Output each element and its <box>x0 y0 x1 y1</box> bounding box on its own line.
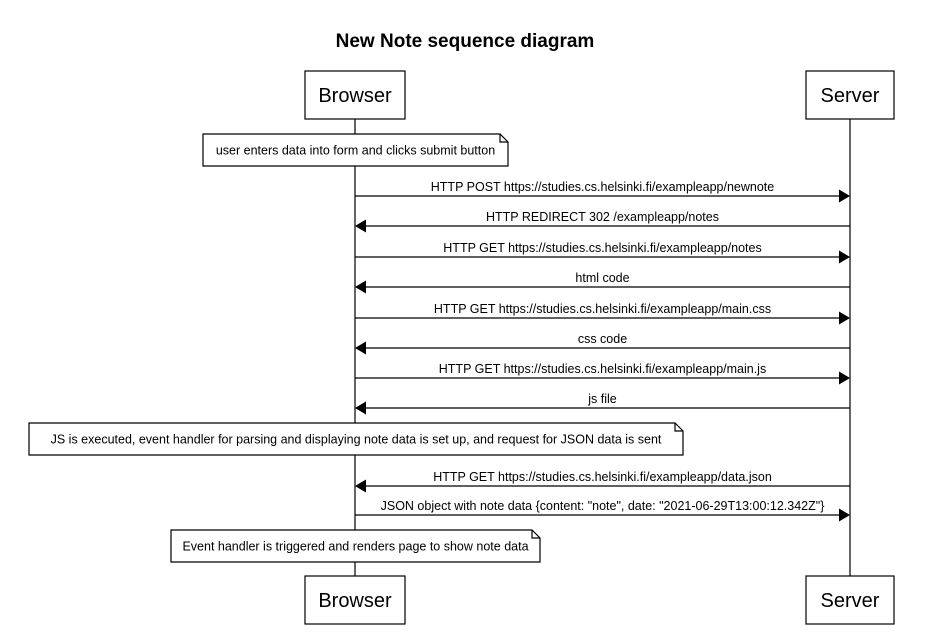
note-text: Event handler is triggered and renders p… <box>182 540 528 554</box>
note-corner-fold <box>531 530 540 539</box>
participant-box <box>304 575 406 625</box>
note: user enters data into form and clicks su… <box>202 133 509 167</box>
message-server-to-browser: html code <box>355 271 850 294</box>
message-browser-to-server: HTTP GET https://studies.cs.helsinki.fi/… <box>355 241 850 264</box>
participant-server-top: Server <box>805 70 895 120</box>
arrowhead-icon <box>355 479 366 493</box>
message-label: html code <box>575 271 629 285</box>
participant-server-bottom: Server <box>805 575 895 625</box>
arrowhead-icon <box>355 219 366 233</box>
message-label: HTTP GET https://studies.cs.helsinki.fi/… <box>434 302 771 316</box>
participant-label: Browser <box>318 85 392 107</box>
note-text: user enters data into form and clicks su… <box>216 144 495 158</box>
message-server-to-browser: css code <box>355 332 850 355</box>
participant-box <box>304 70 406 120</box>
participant-label: Browser <box>318 590 392 612</box>
note-box <box>202 133 509 167</box>
message-label: css code <box>578 332 627 346</box>
arrowhead-icon <box>839 371 850 385</box>
participant-label: Server <box>821 590 880 612</box>
arrowhead-icon <box>355 341 366 355</box>
diagram-title: New Note sequence diagram <box>336 31 595 52</box>
note: Event handler is triggered and renders p… <box>170 529 541 563</box>
message-label: HTTP GET https://studies.cs.helsinki.fi/… <box>443 241 761 255</box>
message-label: HTTP POST https://studies.cs.helsinki.fi… <box>431 180 774 194</box>
message-server-to-browser: js file <box>355 392 850 415</box>
participant-box <box>805 70 895 120</box>
message-browser-to-server: JSON object with note data {content: "no… <box>355 499 850 522</box>
message-label: js file <box>587 392 617 406</box>
arrowhead-icon <box>839 508 850 522</box>
message-label: HTTP GET https://studies.cs.helsinki.fi/… <box>433 470 772 484</box>
message-label: HTTP GET https://studies.cs.helsinki.fi/… <box>439 362 766 376</box>
note-text: JS is executed, event handler for parsin… <box>51 433 662 447</box>
participant-browser-bottom: Browser <box>304 575 406 625</box>
participant-box <box>805 575 895 625</box>
arrowhead-icon <box>839 189 850 203</box>
note-box <box>170 529 541 563</box>
note-corner-fold <box>674 423 683 432</box>
message-label: HTTP REDIRECT 302 /exampleapp/notes <box>486 210 719 224</box>
note-box <box>28 422 684 456</box>
participant-browser-top: Browser <box>304 70 406 120</box>
participant-label: Server <box>821 85 880 107</box>
arrowhead-icon <box>355 401 366 415</box>
diagram-steps: user enters data into form and clicks su… <box>28 133 850 563</box>
arrowhead-icon <box>839 311 850 325</box>
message-server-to-browser: HTTP GET https://studies.cs.helsinki.fi/… <box>355 470 850 493</box>
arrowhead-icon <box>839 250 850 264</box>
message-browser-to-server: HTTP GET https://studies.cs.helsinki.fi/… <box>355 362 850 385</box>
message-browser-to-server: HTTP POST https://studies.cs.helsinki.fi… <box>355 180 850 203</box>
note-corner-fold <box>499 134 508 143</box>
note: JS is executed, event handler for parsin… <box>28 422 684 456</box>
message-server-to-browser: HTTP REDIRECT 302 /exampleapp/notes <box>355 210 850 233</box>
message-label: JSON object with note data {content: "no… <box>381 499 825 513</box>
message-browser-to-server: HTTP GET https://studies.cs.helsinki.fi/… <box>355 302 850 325</box>
arrowhead-icon <box>355 280 366 294</box>
